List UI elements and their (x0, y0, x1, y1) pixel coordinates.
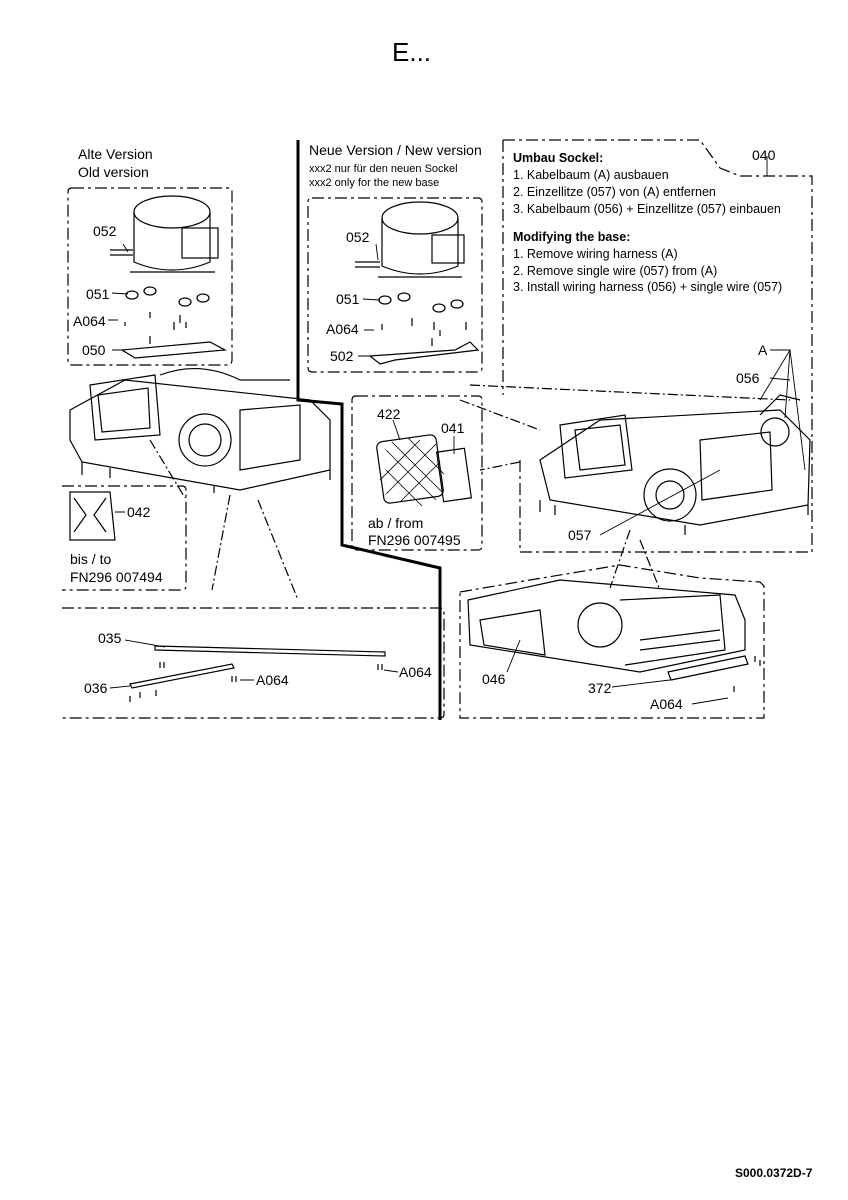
callout-422: 422 (377, 406, 401, 422)
old-version-frame (67, 187, 233, 366)
callout-052-new: 052 (346, 229, 370, 245)
label-fn-new: FN296 007495 (368, 532, 461, 548)
compressor-old-drawing (110, 195, 219, 273)
new-version-label: Neue Version / New version (309, 142, 482, 158)
base-046-drawing (467, 579, 746, 673)
instructions-heading-de: Umbau Sockel: (513, 151, 604, 165)
instruction-de-1: 1. Kabelbaum (A) ausbauen (513, 168, 669, 182)
old-version-label-en: Old version (78, 164, 149, 180)
new-version-note-en: xxx2 only for the new base (309, 177, 440, 189)
callout-502: 502 (330, 348, 354, 364)
callout-057: 057 (568, 527, 592, 543)
screws-old (124, 312, 187, 344)
grommets-old (125, 286, 210, 307)
callout-042: 042 (127, 504, 151, 520)
new-machine-drawing (539, 394, 811, 535)
page-title: E... (392, 37, 432, 67)
instruction-de-2: 2. Einzellitze (057) von (A) entfernen (513, 185, 716, 199)
compressor-new-drawing (355, 201, 465, 278)
callout-046: 046 (482, 671, 506, 687)
base-screws (733, 656, 761, 692)
instruction-en-2: 2. Remove single wire (057) from (A) (513, 264, 718, 278)
label-fn-old: FN296 007494 (70, 569, 163, 585)
instruction-en-3: 3. Install wiring harness (056) + single… (513, 280, 783, 294)
new-version-frame (307, 197, 483, 373)
callout-040: 040 (752, 147, 776, 163)
old-filter-frame (62, 485, 187, 591)
callout-051-new: 051 (336, 291, 360, 307)
leader-lines (108, 156, 806, 705)
callout-036: 036 (84, 680, 108, 696)
screws-new (381, 318, 467, 346)
bracket-372-drawing (667, 655, 749, 681)
rail-036-drawing (129, 663, 235, 689)
base-frame (459, 564, 765, 719)
callout-056: 056 (736, 370, 760, 386)
instruction-en-1: 1. Remove wiring harness (A) (513, 247, 678, 261)
callout-041: 041 (441, 420, 465, 436)
instructions-heading-en: Modifying the base: (513, 230, 631, 244)
drawing-code: S000.0372D-7 (735, 1166, 813, 1180)
label-ab-from: ab / from (368, 515, 424, 531)
callout-a064-base: A064 (650, 696, 683, 712)
callout-a064-rail-right: A064 (399, 664, 432, 680)
filter-frame (351, 395, 483, 551)
rails-frame (62, 607, 445, 719)
callout-050: 050 (82, 342, 106, 358)
old-machine-drawing (69, 368, 331, 493)
callout-a064-old: A064 (73, 313, 106, 329)
filter-422-drawing (376, 434, 445, 507)
label-bis-to: bis / to (70, 551, 112, 567)
callout-035: 035 (98, 630, 122, 646)
rail-035-drawing (154, 645, 386, 657)
callout-051-old: 051 (86, 286, 110, 302)
plate-050-drawing (120, 341, 228, 359)
callout-372: 372 (588, 680, 612, 696)
instructions-frame (502, 139, 813, 420)
filter-041-drawing (435, 447, 473, 503)
old-filter-042-drawing (69, 491, 116, 541)
callout-a: A (758, 342, 768, 358)
version-separator (296, 140, 442, 720)
instruction-de-3: 3. Kabelbaum (056) + Einzellitze (057) e… (513, 202, 781, 216)
new-version-note-de: xxx2 nur für den neuen Sockel (309, 163, 458, 175)
new-machine-frame (519, 420, 813, 553)
rail-screws (129, 662, 383, 702)
plate-502-drawing (368, 341, 480, 365)
grommets-new (378, 292, 464, 313)
callout-052-old: 052 (93, 223, 117, 239)
connector-lines (149, 384, 791, 601)
callout-a064-rail-mid: A064 (256, 672, 289, 688)
old-version-label-de: Alte Version (78, 146, 153, 162)
callout-a064-new: A064 (326, 321, 359, 337)
